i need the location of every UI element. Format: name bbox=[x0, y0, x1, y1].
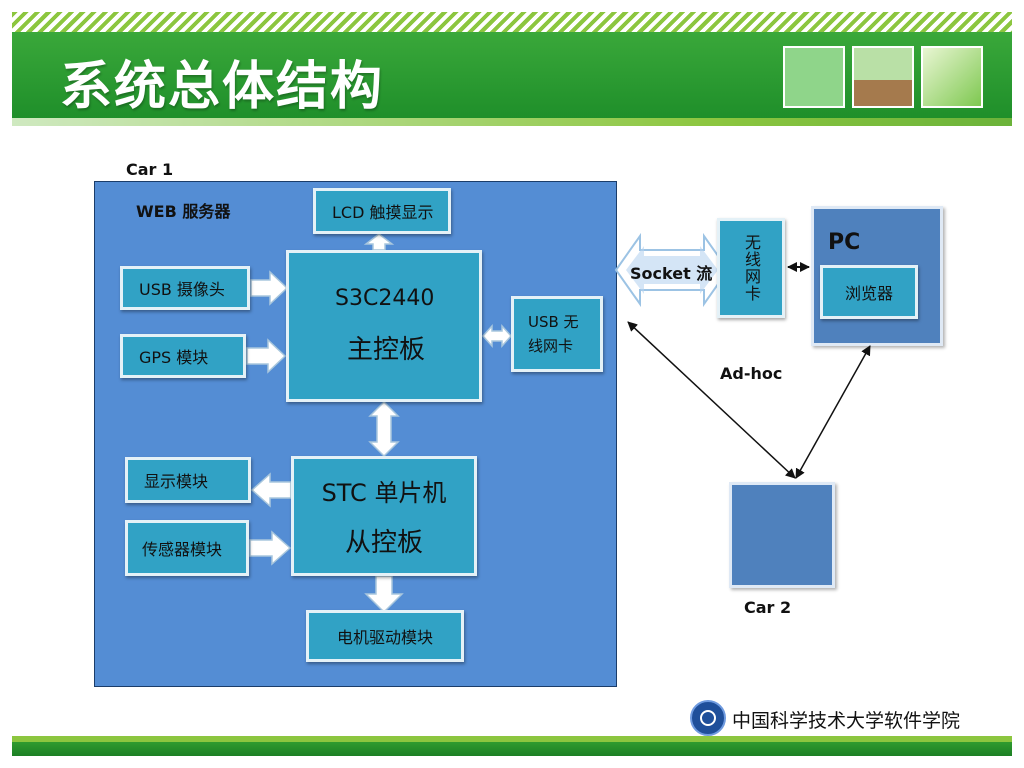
arrow-camera-to-s3c bbox=[250, 270, 289, 306]
arrow-sensor-to-stc bbox=[249, 530, 292, 566]
bottom-bar-light bbox=[12, 736, 1012, 742]
adhoc-label: Ad-hoc bbox=[720, 364, 783, 383]
sensor-module-box: 传感器模块 bbox=[125, 520, 249, 576]
arrow-stc-to-motor bbox=[364, 575, 404, 614]
motor-driver-box: 电机驱动模块 bbox=[306, 610, 464, 662]
car2-box bbox=[729, 482, 835, 588]
bottom-bar-dark bbox=[12, 742, 1012, 756]
title-underline bbox=[12, 118, 1012, 126]
s3c2440-main-board-box: S3C2440 主控板 bbox=[286, 250, 482, 402]
top-decorative-stripe bbox=[12, 12, 1012, 32]
socket-stream-arrow-inner bbox=[626, 246, 718, 294]
display-module-box: 显示模块 bbox=[125, 457, 251, 503]
usb-wifi-label-line2: 线网卡 bbox=[528, 337, 574, 355]
arrow-gps-to-s3c bbox=[246, 338, 287, 374]
decorative-thumbnail-green bbox=[783, 46, 845, 108]
usb-camera-label: USB 摄像头 bbox=[139, 280, 225, 299]
slave-board-label: 从控板 bbox=[344, 528, 423, 558]
lcd-touch-display-label: LCD 触摸显示 bbox=[332, 203, 434, 222]
university-seal-inner bbox=[700, 710, 716, 726]
lcd-touch-display-box: LCD 触摸显示 bbox=[313, 188, 451, 234]
sensor-module-label: 传感器模块 bbox=[142, 540, 223, 559]
arrow-s3c-to-lcd bbox=[363, 233, 395, 251]
institution-name: 中国科学技术大学软件学院 bbox=[732, 710, 961, 732]
usb-wifi-label-line1: USB 无 bbox=[528, 313, 579, 331]
browser-box: 浏览器 bbox=[820, 265, 918, 319]
arrow-s3c-stc bbox=[368, 400, 400, 458]
sprout-thumbnail-icon bbox=[852, 46, 914, 108]
wireless-card-box: 无线网卡 bbox=[717, 218, 785, 318]
car2-label: Car 2 bbox=[744, 598, 792, 617]
main-board-label: 主控板 bbox=[347, 335, 426, 365]
usb-camera-box: USB 摄像头 bbox=[120, 266, 250, 310]
car1-label: Car 1 bbox=[126, 160, 174, 179]
wireless-card-label: 无线网卡 bbox=[742, 234, 761, 302]
title-bar bbox=[12, 32, 1012, 118]
s3c2440-label: S3C2440 bbox=[335, 286, 435, 311]
adhoc-link-pc-car2 bbox=[795, 345, 871, 479]
motor-driver-label: 电机驱动模块 bbox=[336, 628, 433, 647]
socket-stream-label: Socket 流 bbox=[630, 264, 713, 283]
stc-slave-board-box: STC 单片机 从控板 bbox=[291, 456, 477, 576]
usb-wifi-card-box: USB 无 线网卡 bbox=[511, 296, 603, 372]
arrow-s3c-usbwifi bbox=[481, 324, 513, 348]
gps-module-box: GPS 模块 bbox=[120, 334, 246, 378]
car1-panel bbox=[94, 181, 617, 687]
stc-mcu-label: STC 单片机 bbox=[321, 479, 447, 507]
arrow-stc-to-display bbox=[250, 472, 292, 508]
display-module-label: 显示模块 bbox=[144, 472, 209, 491]
web-server-label: WEB 服务器 bbox=[136, 202, 231, 221]
browser-label: 浏览器 bbox=[844, 284, 893, 303]
pc-label: PC bbox=[828, 230, 861, 255]
leaf-thumbnail-icon bbox=[921, 46, 983, 108]
page-title: 系统总体结构 bbox=[60, 57, 385, 117]
gps-module-label: GPS 模块 bbox=[139, 348, 209, 367]
university-seal-icon bbox=[690, 700, 726, 736]
adhoc-link-car1-car2 bbox=[627, 321, 796, 479]
